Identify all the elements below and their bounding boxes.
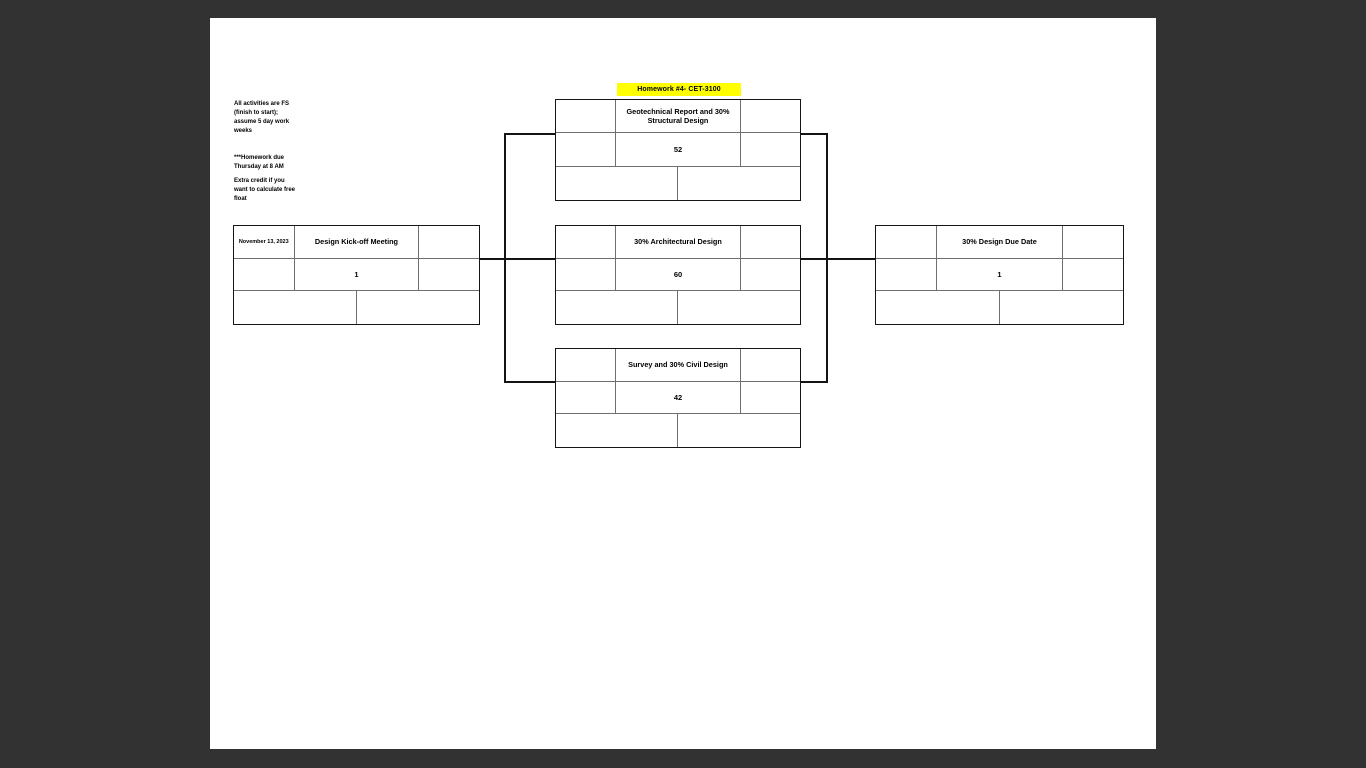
bottom-left-cell xyxy=(876,291,1000,324)
activity-name: Geotechnical Report and 30% Structural D… xyxy=(616,100,741,134)
bottom-left-cell xyxy=(556,414,679,447)
connector-duedate-in xyxy=(801,258,875,260)
early-finish-cell xyxy=(740,349,800,382)
activity-name: Design Kick-off Meeting xyxy=(294,226,420,259)
note-extra-credit: Extra credit if you want to calculate fr… xyxy=(234,178,296,202)
early-finish-cell xyxy=(1062,226,1123,259)
note-homework-due: ***Homework due Thursday at 8 AM xyxy=(234,155,285,170)
bottom-left-cell xyxy=(556,291,679,324)
connector-kickoff-out xyxy=(480,258,555,260)
document-page: Homework #4- CET-3100 All activities are… xyxy=(210,18,1156,749)
connector-geotech-in xyxy=(504,133,555,135)
early-finish-cell xyxy=(740,226,800,259)
bottom-left-cell xyxy=(556,166,679,200)
duration-cell: 42 xyxy=(616,381,741,415)
bottom-right-cell xyxy=(357,291,479,324)
connector-geotech-out xyxy=(801,133,828,135)
activity-node-kickoff: November 13, 2023 Design Kick-off Meetin… xyxy=(233,225,480,325)
duration-cell: 1 xyxy=(937,258,1063,292)
start-date-cell xyxy=(556,100,617,134)
row2-right-cell xyxy=(740,133,800,167)
row2-right-cell xyxy=(1062,259,1123,292)
start-date-cell: November 13, 2023 xyxy=(234,226,295,259)
page-title: Homework #4- CET-3100 xyxy=(617,83,741,96)
start-date-cell xyxy=(876,226,937,259)
activity-name: Survey and 30% Civil Design xyxy=(616,349,741,382)
row2-right-cell xyxy=(740,259,800,292)
note-fs-activities: All activities are FS (finish to start);… xyxy=(234,101,290,134)
activity-name: 30% Design Due Date xyxy=(937,226,1063,259)
row2-left-cell xyxy=(234,258,295,292)
bottom-right-cell xyxy=(1000,291,1123,324)
bottom-left-cell xyxy=(234,291,357,324)
connector-survey-out xyxy=(801,381,828,383)
row2-left-cell xyxy=(876,258,937,292)
row2-right-cell xyxy=(419,259,479,292)
early-finish-cell xyxy=(740,100,800,134)
duration-cell: 1 xyxy=(294,258,420,292)
connector-survey-in xyxy=(504,381,555,383)
early-finish-cell xyxy=(419,226,479,259)
duration-cell: 52 xyxy=(616,133,741,167)
row2-left-cell xyxy=(556,258,617,292)
notes-block: All activities are FS (finish to start);… xyxy=(234,100,334,204)
row2-left-cell xyxy=(556,133,617,167)
start-date-cell xyxy=(556,226,617,259)
duration-cell: 60 xyxy=(616,258,741,292)
row2-right-cell xyxy=(740,382,800,415)
activity-node-survey: Survey and 30% Civil Design 42 xyxy=(555,348,801,448)
activity-node-duedate: 30% Design Due Date 1 xyxy=(875,225,1124,325)
activity-name: 30% Architectural Design xyxy=(616,226,741,259)
bottom-right-cell xyxy=(678,291,800,324)
start-date-cell xyxy=(556,349,617,382)
activity-node-architectural: 30% Architectural Design 60 xyxy=(555,225,801,325)
bottom-right-cell xyxy=(678,414,800,447)
bottom-right-cell xyxy=(678,167,800,200)
activity-node-geotech: Geotechnical Report and 30% Structural D… xyxy=(555,99,801,201)
row2-left-cell xyxy=(556,381,617,415)
